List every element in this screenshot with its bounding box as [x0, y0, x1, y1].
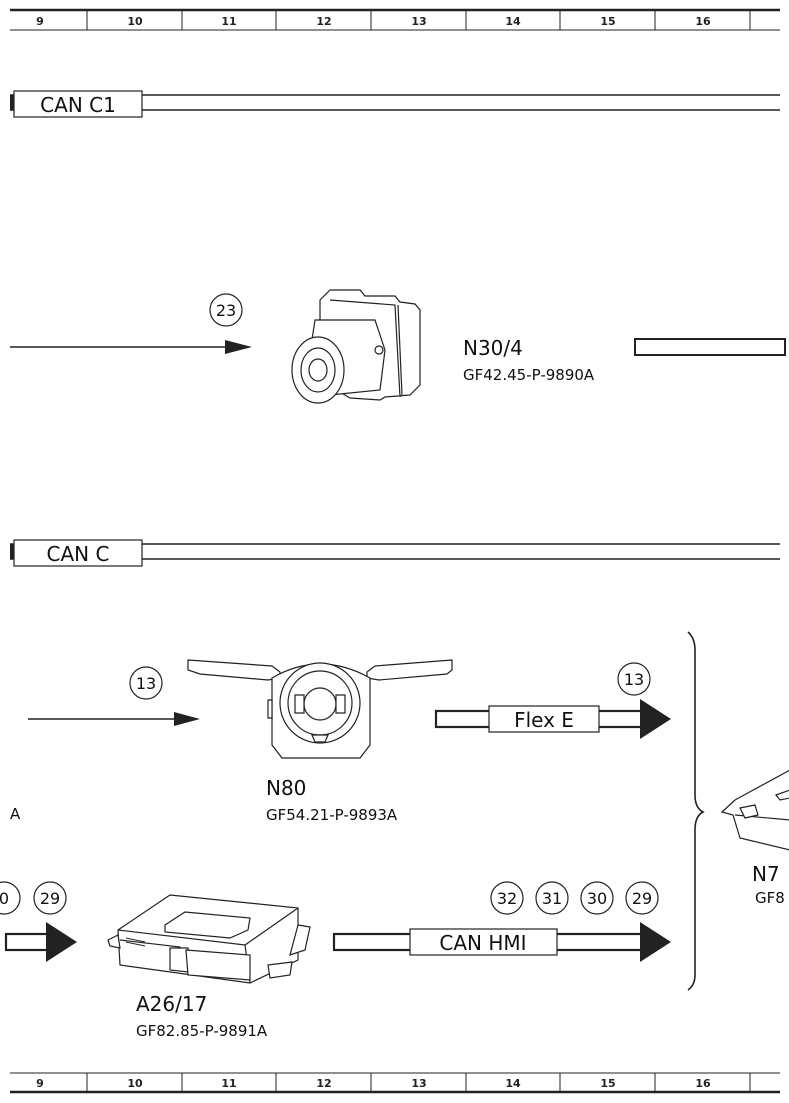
- left-partial-letter: A: [10, 805, 21, 823]
- top-ruler: 9 10 11 12 13 14 15 16: [10, 8, 780, 31]
- ruler-bottom-col-13: 13: [411, 1077, 426, 1090]
- n80-code: N80: [266, 776, 306, 800]
- n7-partial-code: N7: [752, 862, 780, 886]
- a26-17-code: A26/17: [136, 992, 207, 1016]
- ruler-bottom-col-16: 16: [695, 1077, 711, 1090]
- bottom-ruler: 9 10 11 12 13 14 15 16: [10, 1072, 780, 1094]
- can-hmi-arrow: CAN HMI: [332, 922, 671, 962]
- n30-4-code: N30/4: [463, 336, 523, 360]
- ruler-top-col-14: 14: [505, 15, 521, 28]
- n80-ref: GF54.21-P-9893A: [266, 806, 398, 824]
- can-c-label: CAN C: [47, 542, 110, 566]
- n30-4-unit-icon: [291, 289, 421, 404]
- a26-17-circle-out-32: 32: [497, 889, 517, 908]
- flex-e-arrow: Flex E: [434, 699, 671, 739]
- n80-section: 13 N80 GF54.21-P-9893A 13 Flex E: [28, 659, 671, 824]
- a26-17-circle-in-partial: 0: [0, 889, 9, 908]
- ruler-top-col-12: 12: [316, 15, 331, 28]
- can-c1-bus: CAN C1: [10, 90, 780, 118]
- n80-unit-icon: [187, 659, 453, 759]
- a26-17-ref: GF82.85-P-9891A: [136, 1022, 268, 1040]
- ruler-top-col-16: 16: [695, 15, 711, 28]
- ruler-top-col-9: 9: [36, 15, 44, 28]
- can-hmi-label: CAN HMI: [439, 931, 526, 955]
- ruler-top-col-11: 11: [221, 15, 236, 28]
- ruler-bottom-col-9: 9: [36, 1077, 44, 1090]
- n7-partial-unit-icon: [720, 769, 789, 851]
- ruler-bottom-col-14: 14: [505, 1077, 521, 1090]
- n30-4-circle-23: 23: [216, 301, 236, 320]
- can-c1-label: CAN C1: [40, 93, 116, 117]
- n80-circle-out-13: 13: [624, 670, 644, 689]
- ruler-bottom-col-11: 11: [221, 1077, 236, 1090]
- a26-17-in-arrow: [4, 922, 77, 962]
- n30-4-section: 23 N30/4 GF42.45-P-9890A: [10, 289, 786, 404]
- ruler-top-col-13: 13: [411, 15, 426, 28]
- ruler-top-col-15: 15: [600, 15, 615, 28]
- a26-17-circle-in-29: 29: [40, 889, 60, 908]
- can-c-bus: CAN C: [10, 539, 780, 567]
- a26-17-unit-icon: [107, 894, 311, 984]
- n30-4-ref: GF42.45-P-9890A: [463, 366, 595, 384]
- a26-17-circle-out-29: 29: [632, 889, 652, 908]
- ruler-bottom-col-12: 12: [316, 1077, 331, 1090]
- ruler-bottom-col-15: 15: [600, 1077, 615, 1090]
- n7-partial-ref: GF8: [755, 889, 785, 907]
- a26-17-section: 0 29 A26/17 GF82.85-P-9891A 32 31: [0, 881, 671, 1040]
- right-brace: [687, 631, 705, 991]
- ruler-bottom-col-10: 10: [127, 1077, 143, 1090]
- n80-circle-in-13: 13: [136, 674, 156, 693]
- ruler-top-col-10: 10: [127, 15, 143, 28]
- flex-e-label: Flex E: [514, 708, 574, 732]
- a26-17-circle-out-30: 30: [587, 889, 607, 908]
- a26-17-circle-out-31: 31: [542, 889, 562, 908]
